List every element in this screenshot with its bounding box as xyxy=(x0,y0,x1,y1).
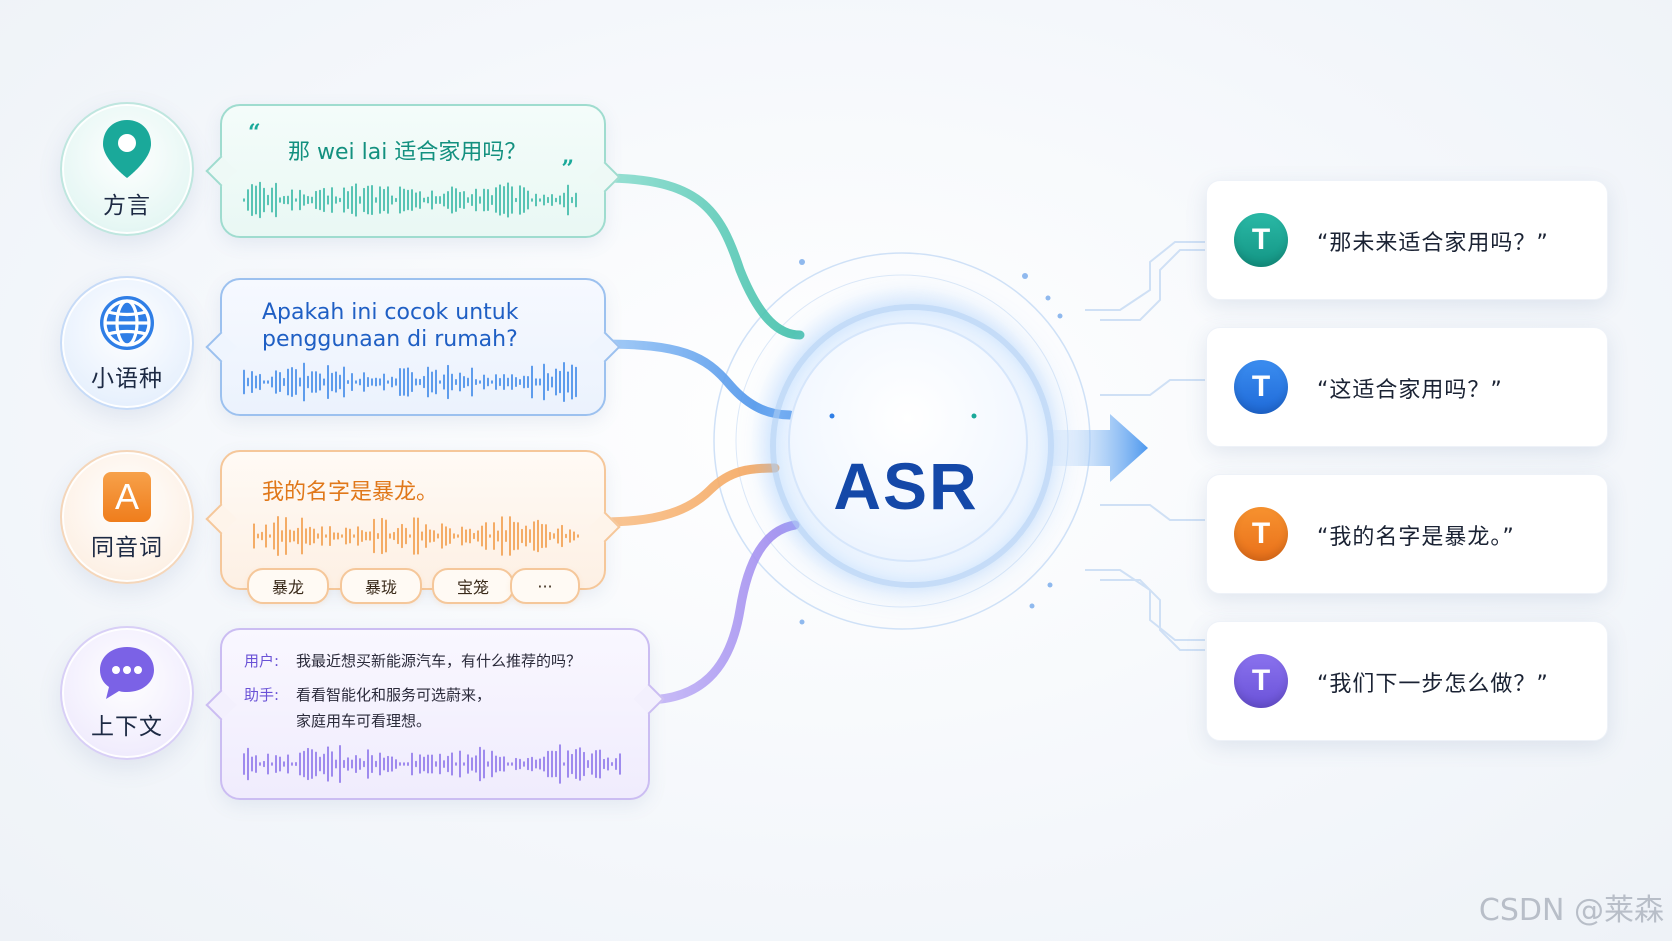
context-user-label: 用户: xyxy=(244,652,280,670)
context-assistant-line1: 看看智能化和服务可选蔚来， xyxy=(296,686,492,704)
output-text: “我们下一步怎么做？” xyxy=(1317,672,1549,697)
orbit-dot xyxy=(1045,295,1051,301)
orbit-dot xyxy=(799,619,805,625)
orbit-dot xyxy=(1047,582,1053,588)
circuit-lines xyxy=(1085,241,1205,651)
homophone-text: 我的名字是暴龙。 xyxy=(262,480,439,505)
asr-hub xyxy=(788,322,1028,562)
homophone-chip-more[interactable]: ··· xyxy=(510,568,580,604)
location-pin-icon xyxy=(103,120,151,178)
orbit-dot xyxy=(1029,603,1035,609)
output-card: T “这适合家用吗？” xyxy=(1206,327,1608,447)
category-dialect: 方言 xyxy=(60,102,194,236)
orbit-dot xyxy=(1022,273,1028,279)
output-text: “我的名字是暴龙。” xyxy=(1317,525,1515,550)
text-badge-icon: T xyxy=(1234,360,1288,414)
waveform-icon xyxy=(243,362,577,402)
dialect-text: 那 wei lai 适合家用吗？ xyxy=(288,140,527,165)
context-bubble: 用户: 我最近想买新能源汽车，有什么推荐的吗？ 助手: 看看智能化和服务可选蔚来… xyxy=(205,628,665,800)
category-homophone: A 同音词 xyxy=(60,450,194,584)
letter-a-glyph: A xyxy=(114,476,139,517)
asr-hub-ring xyxy=(770,304,1054,588)
homophone-chip[interactable]: 宝笼 xyxy=(432,568,514,604)
chat-bubble-icon xyxy=(100,647,154,699)
dialect-bubble: “ ” 那 wei lai 适合家用吗？ xyxy=(205,104,621,238)
globe-icon xyxy=(100,296,154,350)
category-context: 上下文 xyxy=(60,626,194,760)
text-badge-icon: T xyxy=(1234,507,1288,561)
minor-language-line1: Apakah ini cocok untuk xyxy=(262,300,519,325)
text-badge-icon: T xyxy=(1234,654,1288,708)
category-label: 上下文 xyxy=(91,714,163,740)
category-label: 方言 xyxy=(103,193,151,219)
output-card: T “那未来适合家用吗？” xyxy=(1206,180,1608,300)
output-card: T “我的名字是暴龙。” xyxy=(1206,474,1608,594)
close-quote-icon: ” xyxy=(561,156,574,182)
output-card: T “我们下一步怎么做？” xyxy=(1206,621,1608,741)
output-arrow xyxy=(1050,414,1148,482)
homophone-chip[interactable]: 暴珑 xyxy=(340,568,422,604)
letter-a-icon: A xyxy=(103,472,151,522)
orbit-dot xyxy=(1057,313,1063,319)
homophone-chip[interactable]: 暴龙 xyxy=(247,568,329,604)
category-label: 同音词 xyxy=(91,535,163,561)
waveform-icon xyxy=(243,744,621,784)
category-label: 小语种 xyxy=(91,366,163,392)
context-assistant-line2: 家庭用车可看理想。 xyxy=(296,712,432,730)
text-badge-icon: T xyxy=(1234,213,1288,267)
open-quote-icon: “ xyxy=(248,120,261,146)
connector-purple xyxy=(640,520,800,705)
sound-bars-icon xyxy=(829,352,977,444)
minor-language-bubble: Apakah ini cocok untuk penggunaan di rum… xyxy=(205,278,621,416)
waveform-icon xyxy=(243,181,577,219)
output-text: “这适合家用吗？” xyxy=(1317,378,1503,403)
output-text: “那未来适合家用吗？” xyxy=(1317,231,1549,256)
waveform-icon xyxy=(253,516,579,556)
category-minor-language: 小语种 xyxy=(60,276,194,410)
connector-orange xyxy=(597,463,780,527)
orbit-dot xyxy=(799,259,805,265)
minor-language-line2: penggunaan di rumah? xyxy=(262,327,518,352)
asr-label: ASR xyxy=(833,449,979,523)
context-user-text: 我最近想买新能源汽车，有什么推荐的吗？ xyxy=(296,652,582,670)
connector-teal xyxy=(597,173,805,340)
context-assistant-label: 助手: xyxy=(244,686,280,704)
watermark: CSDN @莱森 xyxy=(1478,893,1664,928)
